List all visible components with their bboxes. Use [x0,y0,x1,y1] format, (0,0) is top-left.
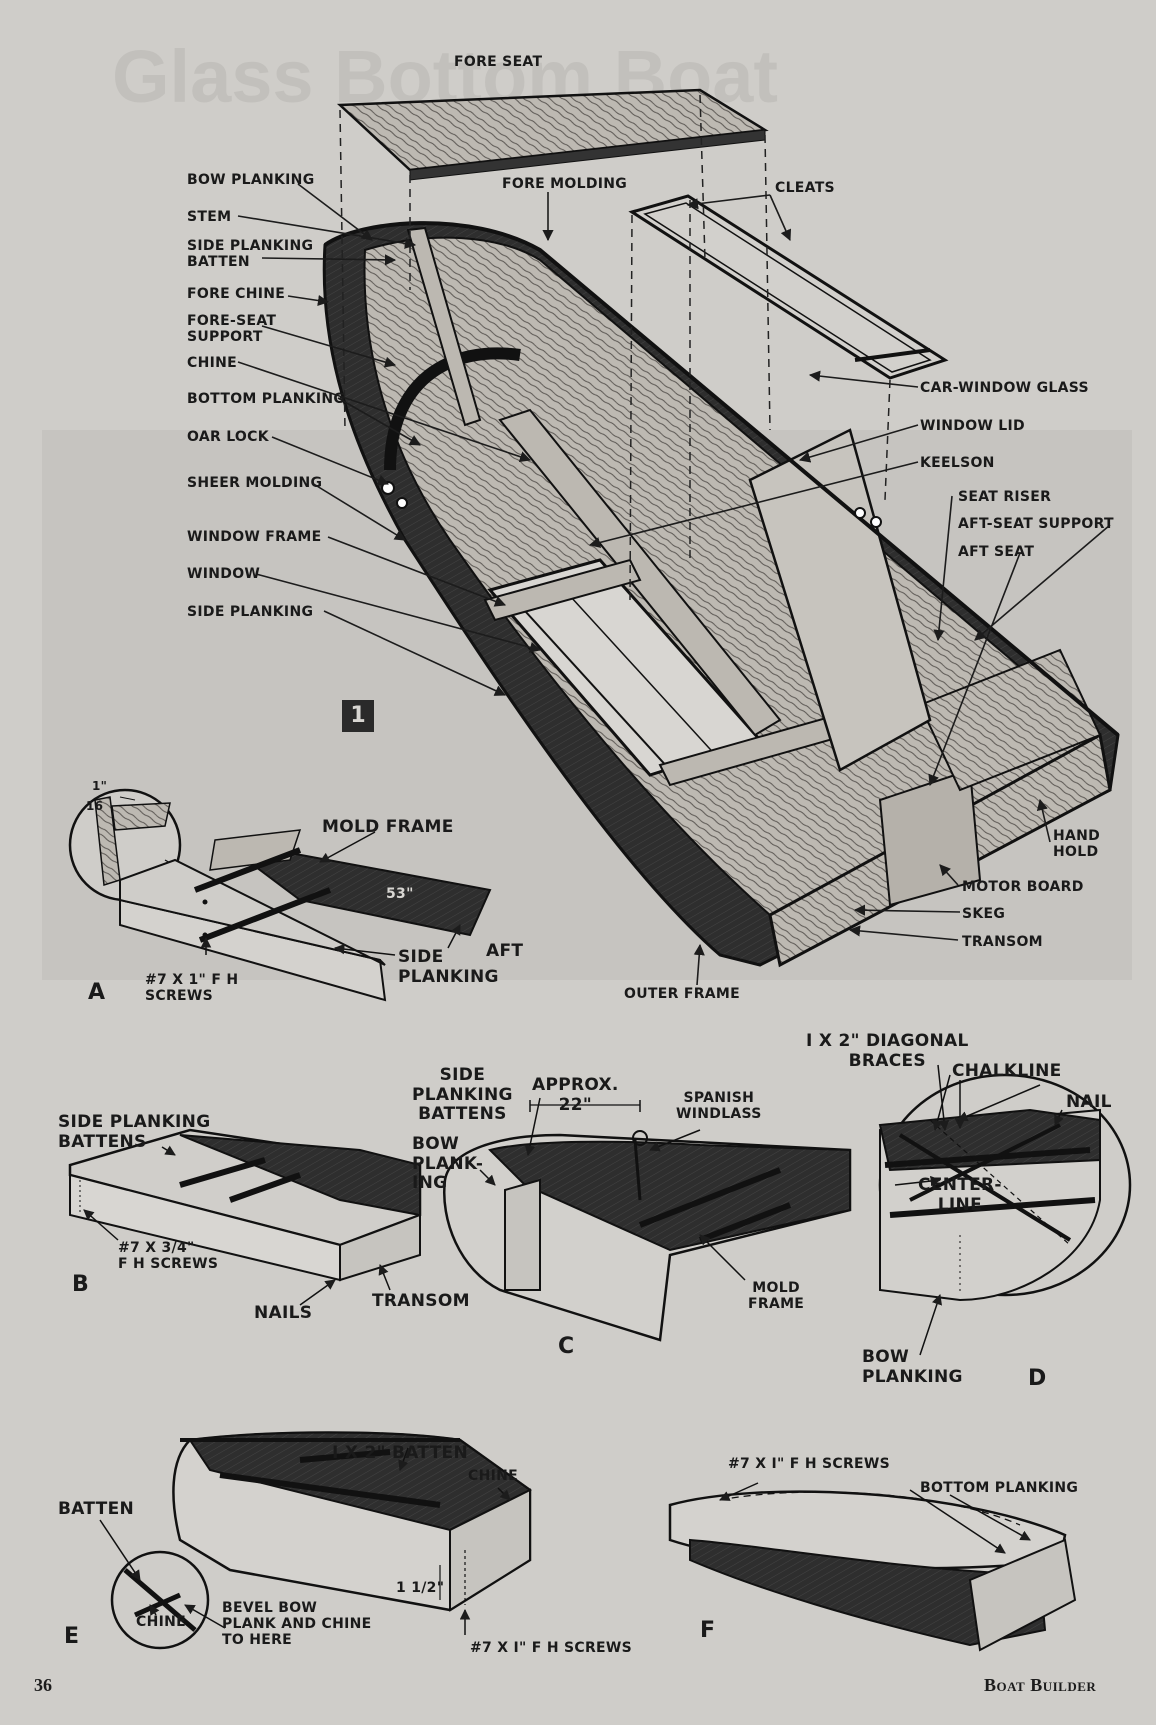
figure1-leaders [237,183,1111,986]
label-aft-seat-support: AFT-SEAT SUPPORT [958,516,1114,532]
label-sheer-molding: SHEER MOLDING [187,475,323,491]
page-number: 36 [34,1675,52,1695]
label-oar-lock: OAR LOCK [187,429,269,445]
label-keelson: KEELSON [920,455,995,471]
label-window-lid: WINDOW LID [920,418,1025,434]
label-c-approx: APPROX. 22" [532,1075,619,1115]
label-fore-chine: FORE CHINE [187,286,286,302]
publication-name: Boat Builder [984,1675,1097,1695]
label-e-chine: CHINE [468,1468,518,1484]
figure-c-drawing [443,1097,852,1342]
figure-e-drawing [99,1431,532,1650]
exploded-guide-lines [339,94,891,601]
label-fore-seat-support: FORE-SEAT SUPPORT [187,313,277,346]
label-window: WINDOW [187,566,261,582]
figure-letter-f: F [700,1618,716,1643]
label-bow-planking: BOW PLANKING [187,172,315,188]
figure-b-drawing [68,1128,422,1306]
label-cleats: CLEATS [775,180,835,196]
label-d-bow-planking: BOW PLANKING [862,1347,963,1387]
label-fore-seat: FORE SEAT [454,54,543,70]
label-e-screws: #7 X I" F H SCREWS [470,1640,633,1656]
label-aft-seat: AFT SEAT [958,544,1035,560]
label-e-chine-detail: CHINE [136,1614,186,1630]
label-e-dim: 1 1/2" [396,1580,445,1596]
label-window-frame: WINDOW FRAME [187,529,322,545]
label-e-bevel: BEVEL BOW PLANK AND CHINE TO HERE [222,1600,372,1649]
figure-a-drawing [68,788,492,1002]
figure-d-drawing [878,1064,1132,1356]
label-motor-board: MOTOR BOARD [962,879,1084,895]
label-c-side-planking-battens: SIDE PLANKING BATTENS [412,1065,513,1125]
label-skeg: SKEG [962,906,1006,922]
label-d-center-line: CENTER- LINE [918,1175,1002,1215]
label-chine: CHINE [187,355,237,371]
label-e-batten-1x2: I X 2" BATTEN [332,1443,468,1463]
label-a-53: 53" [386,886,414,902]
label-fore-molding: FORE MOLDING [502,176,628,192]
label-e-batten: BATTEN [58,1499,135,1519]
figure-letter-a: A [88,980,106,1005]
label-b-nails: NAILS [254,1303,313,1323]
car-window-glass-frame [628,194,949,380]
label-c-mold-frame: MOLD FRAME [748,1280,805,1313]
label-c-spanish-windlass: SPANISH WINDLASS [676,1090,762,1123]
main-boat-illustration [322,221,1120,968]
figure-number-badge: 1 [342,700,374,732]
label-transom: TRANSOM [962,934,1043,950]
label-b-transom: TRANSOM [372,1291,470,1311]
label-c-bow-planking: BOW PLANK- ING [412,1134,484,1194]
label-a-mold-frame: MOLD FRAME [322,817,454,837]
label-a-aft: AFT [486,941,524,961]
label-f-screws: #7 X I" F H SCREWS [728,1456,891,1472]
label-a-side-planking: SIDE PLANKING [398,947,499,987]
label-a-screws: #7 X 1" F H SCREWS [145,972,239,1005]
figure-letter-d: D [1028,1366,1047,1391]
label-f-bottom-planking: BOTTOM PLANKING [920,1480,1079,1496]
label-hand-hold: HAND HOLD [1053,828,1101,861]
label-stem: STEM [187,209,232,225]
label-side-planking-batten: SIDE PLANKING BATTEN [187,238,314,271]
figure-letter-c: C [558,1334,575,1359]
figure-letter-b: B [72,1272,89,1297]
label-a-fraction-num: 1" [92,779,108,793]
label-b-side-planking-battens: SIDE PLANKING BATTENS [58,1112,211,1152]
label-car-window-glass: CAR-WINDOW GLASS [920,380,1089,396]
label-side-planking: SIDE PLANKING [187,604,314,620]
fore-seat-board [336,88,769,181]
label-bottom-planking: BOTTOM PLANKING [187,391,346,407]
label-d-diagonal-braces: I X 2" DIAGONAL BRACES [806,1031,969,1071]
label-b-screws: #7 X 3/4" F H SCREWS [118,1240,219,1273]
label-a-fraction-den: 16 [86,799,104,813]
label-d-chalkline: CHALKLINE [952,1061,1062,1081]
label-d-nail: NAIL [1066,1092,1112,1112]
figure-letter-e: E [64,1624,80,1649]
figure-f-drawing [668,1482,1077,1652]
label-seat-riser: SEAT RISER [958,489,1052,505]
label-outer-frame: OUTER FRAME [624,986,741,1002]
